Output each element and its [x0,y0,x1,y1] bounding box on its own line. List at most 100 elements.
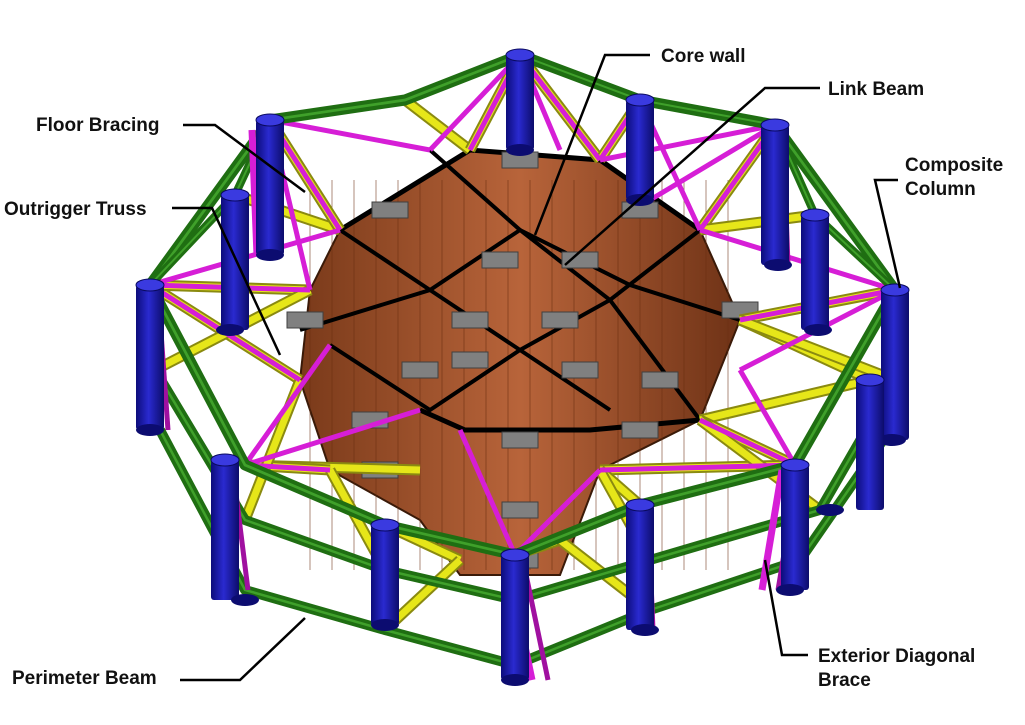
link-beam [401,361,439,379]
floor-bracing-member [242,343,333,467]
column-cap [625,93,655,107]
column-base [816,504,844,516]
composite-column [370,518,400,631]
composite-column [878,283,910,446]
column-base [371,619,399,631]
leader-perimeter-beam [180,617,306,682]
label-outrigger-truss: Outrigger Truss [4,199,147,220]
floor-bracing-member [599,462,796,473]
composite-column [255,113,285,261]
link-beam [621,421,659,439]
column-base [776,584,804,596]
column-cap [505,48,535,62]
link-beam [451,351,489,369]
column-shaft [506,55,534,150]
column-base [501,674,529,686]
column-base [631,624,659,636]
floor-bracing-member [648,122,777,203]
floor-bracing-member [269,117,431,153]
label-exterior-brace-line1: Exterior Diagonal [818,646,975,667]
outrigger-truss-member-face [402,97,473,153]
column-cap [760,118,790,132]
column-shaft [801,215,829,330]
composite-column [135,278,165,436]
composite-column [505,48,535,156]
leader-core-wall [533,53,650,236]
column-cap [255,113,285,127]
column-base [136,424,164,436]
column-base [506,144,534,156]
label-perimeter-beam: Perimeter Beam [12,668,157,689]
floor-bracing-member [737,368,798,467]
label-exterior-brace-line2: Brace [818,670,871,691]
floor-bracing-member [244,407,421,468]
floor-bracing-member [457,428,518,557]
column-shaft [626,505,654,630]
column-shaft [221,195,249,330]
link-beam [541,311,579,329]
column-cap [370,518,400,532]
column-cap [880,283,910,297]
composite-column [760,118,792,271]
column-base [256,249,284,261]
column-cap [500,548,530,562]
column-base [878,434,906,446]
labels: Core wall Link Beam Floor Bracing Compos… [4,46,1003,691]
column-cap [210,453,240,467]
floor-bracing-member [428,53,522,152]
column-shaft [501,555,529,680]
floor-bracing-member [698,417,797,468]
link-beam [641,371,679,389]
column-shaft [781,465,809,590]
composite-column-group [135,48,910,686]
link-beam [561,361,599,379]
label-core-wall: Core wall [661,46,745,67]
composite-column [500,548,530,686]
column-shaft [881,290,909,440]
link-beam [481,251,519,269]
column-shaft [761,125,789,265]
link-beam [561,251,599,269]
composite-column [625,498,659,636]
column-shaft [371,525,399,625]
composite-column [776,458,810,596]
column-shaft [211,460,239,600]
column-cap [625,498,655,512]
outrigger-truss-member-face [738,316,897,384]
label-floor-bracing: Floor Bracing [36,115,160,136]
label-link-beam: Link Beam [828,79,924,100]
column-cap [135,278,165,292]
column-base [231,594,259,606]
column-base [804,324,832,336]
label-composite-column-line1: Composite [905,155,1003,176]
leader-lines [172,53,902,682]
outrigger-truss-member-face [699,211,816,234]
column-base [216,324,244,336]
leader-exterior-brace [763,559,808,657]
composite-column [800,208,832,336]
composite-column [210,453,259,606]
column-cap [220,188,250,202]
exterior-diagonal-brace [758,469,786,591]
link-beam [371,201,409,219]
column-cap [800,208,830,222]
leader-outrigger-truss [172,206,282,356]
composite-column [816,373,885,516]
composite-column [216,188,250,336]
leader-link-beam [564,86,820,266]
column-shaft [856,380,884,510]
composite-column [625,93,655,206]
floor-bracing-member [513,468,602,557]
column-cap [780,458,810,472]
column-shaft [256,120,284,255]
label-composite-column-line2: Column [905,179,976,200]
link-beam [286,311,324,329]
column-shaft [626,100,654,200]
link-beam [501,501,539,519]
column-base [764,259,792,271]
leader-floor-bracing [183,123,306,194]
leader-composite-column [873,178,902,289]
link-beam [501,431,539,449]
